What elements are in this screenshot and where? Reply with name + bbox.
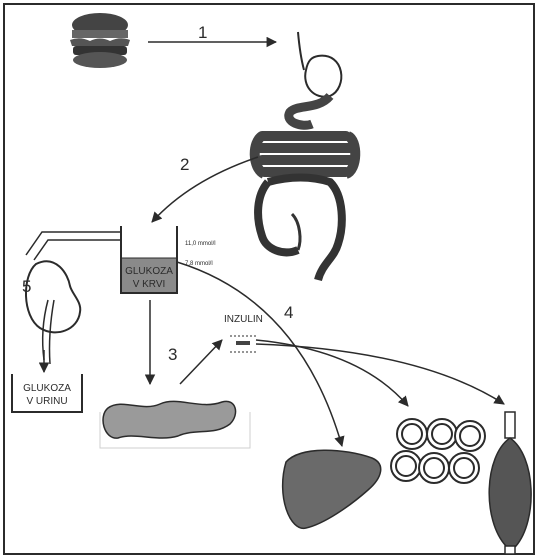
insulin-label: INZULIN — [224, 314, 263, 325]
step-label-4: 4 — [284, 303, 293, 322]
hamburger-icon — [70, 13, 130, 68]
urine-label-line2: V URINU — [26, 396, 67, 407]
fat-cells-icon — [391, 419, 485, 483]
pancreas-icon — [103, 401, 236, 438]
liver-icon — [283, 450, 381, 528]
step-label-5: 5 — [22, 277, 31, 296]
blood-glucose-label-line1: GLUKOZA — [125, 266, 173, 277]
blood-vessel — [26, 232, 121, 260]
arrow-2 — [152, 157, 258, 222]
arrow-3 — [180, 340, 222, 384]
muscle-icon — [489, 412, 531, 554]
step-label-2: 2 — [180, 155, 189, 174]
step-label-1: 1 — [198, 23, 207, 42]
insulin-molecule-icon — [230, 336, 256, 352]
urine-label-line1: GLUKOZA — [23, 383, 71, 394]
arrow-to-muscle — [256, 344, 504, 404]
blood-glucose-label-line2: V KRVI — [133, 279, 166, 290]
level-high-label: 11,0 mmol/l — [185, 241, 216, 247]
step-label-3: 3 — [168, 345, 177, 364]
kidney-icon — [26, 261, 80, 364]
digestive-tract-icon — [255, 32, 356, 280]
